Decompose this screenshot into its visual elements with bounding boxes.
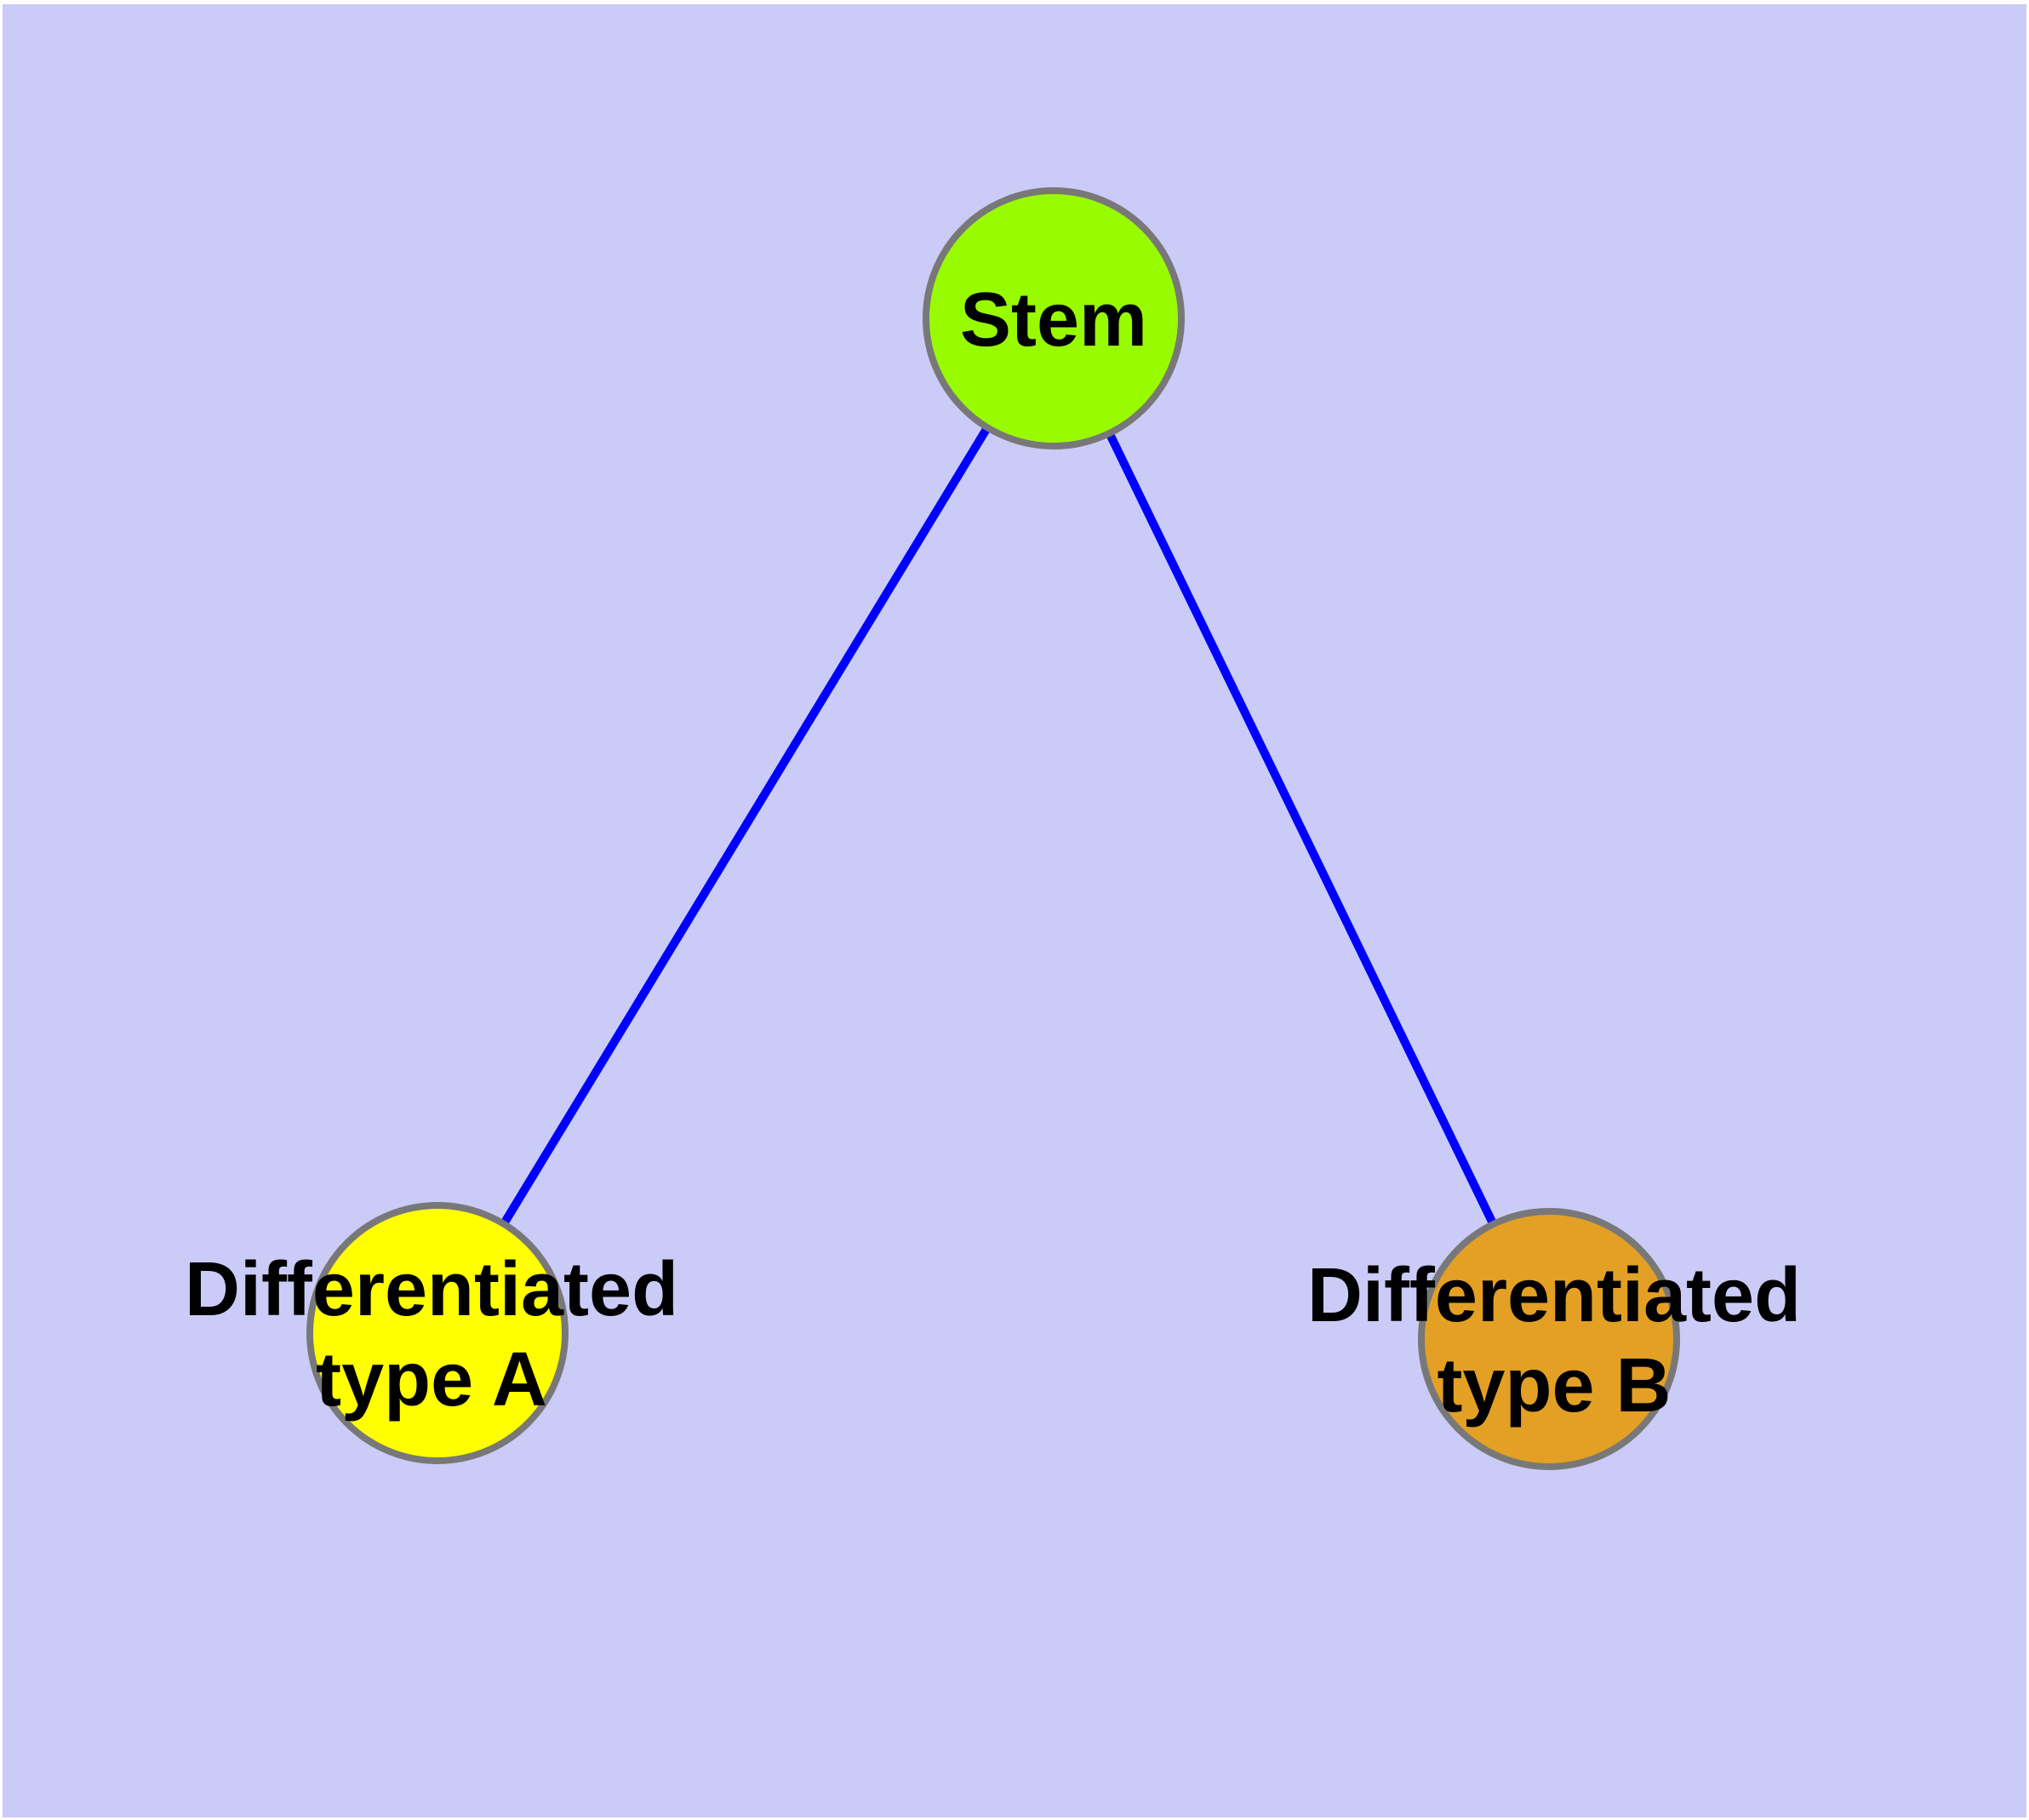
- edge-stem-to-differentiated-type-a: [433, 316, 1058, 1336]
- node-differentiated-type-a-label-line2: type A: [316, 1337, 547, 1422]
- node-differentiated-type-b-label-line2: type B: [1437, 1343, 1672, 1428]
- node-differentiated-type-a[interactable]: [306, 1202, 569, 1464]
- node-differentiated-type-a-label: Differentiated type A: [185, 1245, 678, 1425]
- edge-stem-to-differentiated-type-b: [1049, 316, 1553, 1342]
- node-differentiated-type-a-label-line1: Differentiated: [184, 1247, 679, 1332]
- node-stem-label-text: Stem: [959, 278, 1148, 363]
- node-differentiated-type-b-label-line1: Differentiated: [1306, 1253, 1802, 1338]
- node-stem[interactable]: [923, 187, 1185, 449]
- node-stem-label: Stem: [960, 275, 1147, 365]
- node-differentiated-type-b-label: Differentiated type B: [1307, 1251, 1801, 1431]
- node-differentiated-type-b[interactable]: [1418, 1208, 1680, 1470]
